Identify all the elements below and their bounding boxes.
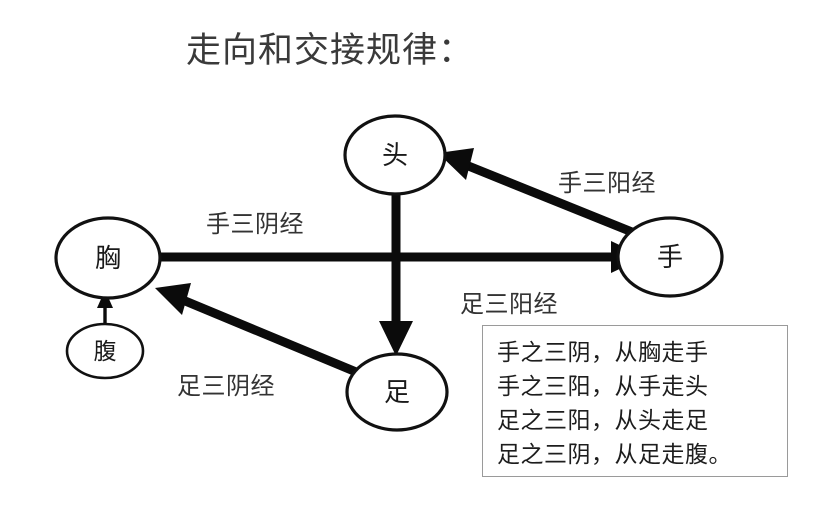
node-chest[interactable]: 胸	[54, 216, 162, 300]
node-foot-label: 足	[384, 377, 410, 407]
edge-foot-three-yin	[155, 283, 363, 379]
node-foot[interactable]: 足	[345, 352, 449, 432]
legend-line: 手之三阳，从手走头	[497, 373, 709, 399]
edge-foot-three-yang	[379, 192, 413, 356]
edge-label-hand-three-yang: 手三阳经	[558, 170, 656, 197]
page-title: 走向和交接规律：	[185, 31, 474, 70]
edge-hand-three-yang-line	[459, 158, 634, 237]
node-hand[interactable]: 手	[616, 216, 724, 298]
edge-label-foot-three-yang: 足三阳经	[460, 291, 558, 318]
node-abdomen-ellipse[interactable]	[65, 322, 145, 380]
legend-box: 手之三阴，从胸走手 手之三阳，从手走头 足之三阳，从头走足 足之三阴，从足走腹。	[482, 325, 788, 477]
edge-foot-three-yang-arrowhead	[379, 321, 413, 356]
node-abdomen[interactable]: 腹	[65, 322, 145, 380]
edge-foot-three-yin-arrowhead	[155, 283, 191, 315]
node-chest-ellipse[interactable]	[54, 216, 162, 300]
edge-hand-three-yin	[160, 241, 645, 273]
legend-line: 手之三阴，从胸走手	[497, 339, 709, 365]
legend-line: 足之三阴，从足走腹。	[497, 441, 732, 467]
edge-hand-three-yang-arrowhead	[438, 148, 474, 180]
node-head-ellipse[interactable]	[343, 114, 447, 196]
node-foot-ellipse[interactable]	[345, 352, 449, 432]
node-chest-label: 胸	[95, 243, 121, 273]
edge-foot-three-yin-line	[176, 293, 363, 379]
legend-line: 足之三阳，从头走足	[497, 407, 709, 433]
edge-hand-three-yang	[438, 148, 634, 237]
edge-label-foot-three-yin: 足三阴经	[177, 373, 275, 400]
node-hand-ellipse[interactable]	[616, 216, 724, 298]
node-abdomen-label: 腹	[94, 338, 117, 364]
node-head-label: 头	[382, 140, 408, 170]
node-hand-label: 手	[657, 242, 683, 272]
node-head[interactable]: 头	[343, 114, 447, 196]
edge-label-hand-three-yin: 手三阴经	[206, 211, 304, 238]
